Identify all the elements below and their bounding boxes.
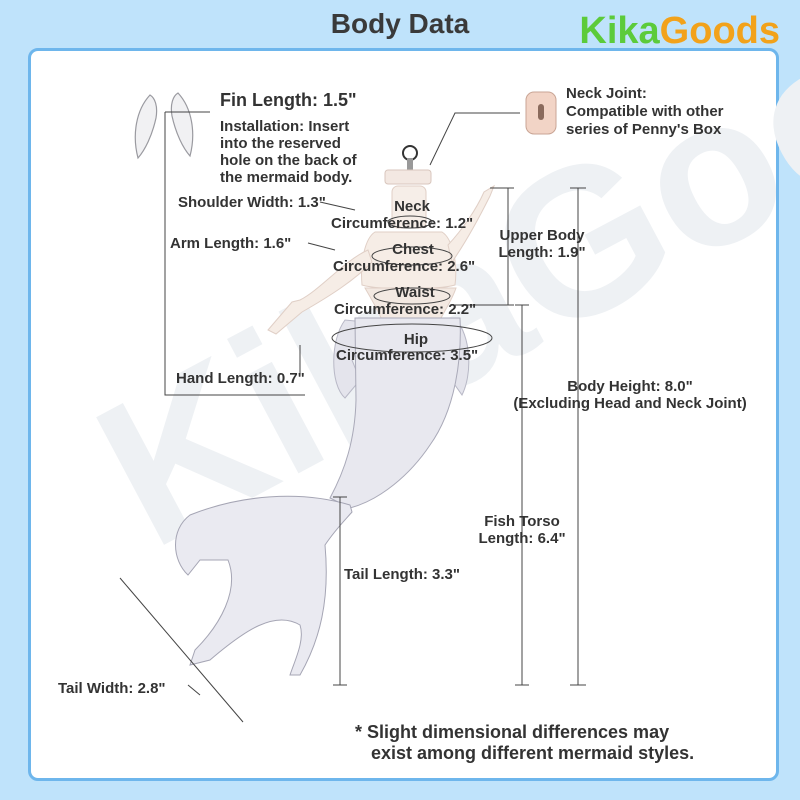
neck-label-line-1: Neck (394, 198, 430, 215)
upper-body-label-line-1: Upper Body (499, 227, 585, 244)
neck-joint-line-2: Compatible with other (566, 103, 724, 120)
waist-label-line-2: Circumference: 2.2" (334, 301, 477, 318)
fin-installation-line-2: into the reserved (220, 135, 341, 152)
brand-part1: Kika (579, 10, 660, 52)
note-line-1: * Slight dimensional differences may (355, 722, 670, 742)
fin-length-label: Fin Length: 1.5" (220, 90, 357, 110)
fin-installation-line-3: hole on the back of (220, 152, 357, 169)
hip-label-line-2: Circumference: 3.5" (336, 347, 479, 364)
neck-joint-line-3: series of Penny's Box (566, 121, 722, 138)
tail-length-label: Tail Length: 3.3" (344, 566, 461, 583)
body-height-label-line-2: (Excluding Head and Neck Joint) (513, 395, 747, 412)
fin-icon (134, 92, 194, 160)
body-height-label-line-1: Body Height: 8.0" (567, 378, 693, 395)
waist-label-line-1: Waist (395, 284, 435, 301)
chest-label-line-1: Chest (392, 241, 434, 258)
shoulder-width-label: Shoulder Width: 1.3" (178, 194, 326, 211)
hand-length-label: Hand Length: 0.7" (176, 370, 305, 387)
neck-label-line-2: Circumference: 1.2" (331, 215, 474, 232)
neck-joint-line-1: Neck Joint: (566, 85, 647, 102)
brand-logo: KikaGoods (579, 10, 780, 53)
hip-label-line-1: Hip (403, 331, 429, 348)
neck-joint-icon (525, 91, 557, 135)
arm-length-label: Arm Length: 1.6" (170, 235, 292, 252)
fish-torso-label-line-2: Length: 6.4" (478, 530, 566, 547)
page-title: Body Data (330, 8, 470, 39)
upper-body-label-line-2: Length: 1.9" (498, 244, 586, 261)
tail-width-label: Tail Width: 2.8" (58, 680, 166, 697)
fin-installation-line-1: Installation: Insert (220, 118, 350, 135)
fish-torso-label-line-1: Fish Torso (484, 513, 560, 530)
mermaid-figure (175, 145, 496, 676)
measurement-lines (119, 111, 586, 723)
brand-part2: Goods (659, 10, 780, 52)
chest-label-line-2: Circumference: 2.6" (333, 258, 476, 275)
note-line-2: exist among different mermaid styles. (371, 743, 695, 763)
fin-installation-line-4: the mermaid body. (220, 169, 353, 186)
